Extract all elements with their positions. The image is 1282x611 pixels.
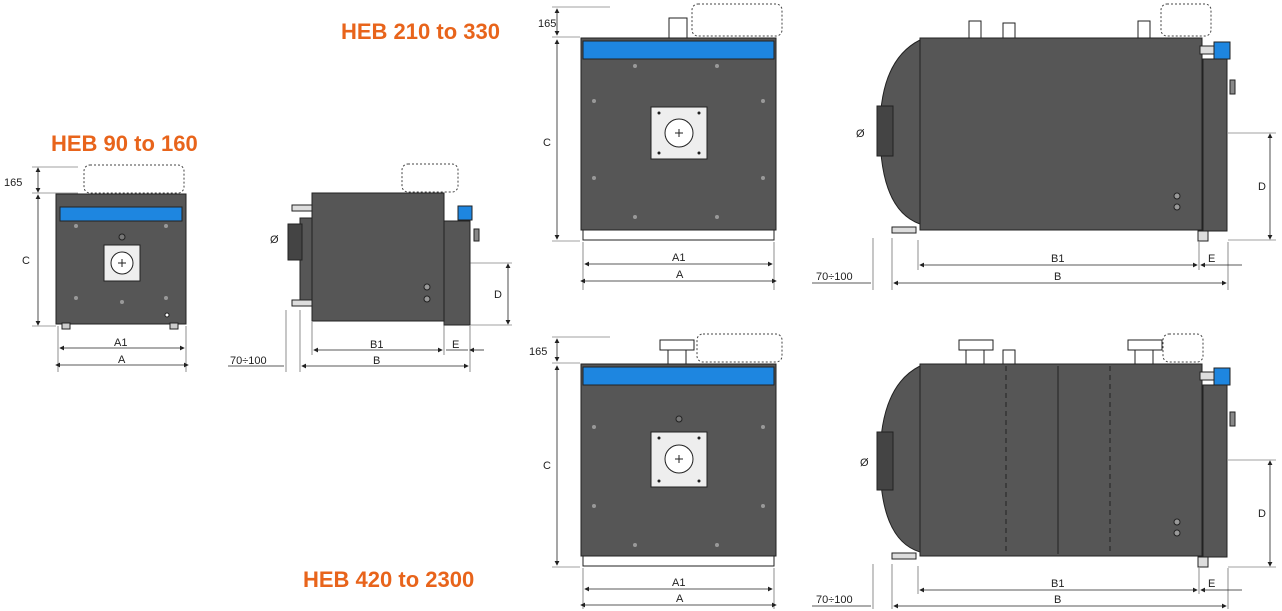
small-b1-label: B1 [370,339,383,351]
small-a1-label: A1 [114,337,127,349]
large-d-label: D [1258,508,1266,520]
medium-front-view: 165 C A1 A [538,3,783,290]
large-b-label: B [1054,594,1061,606]
large-a1-label: A1 [672,577,685,589]
large-height-label: 165 [529,346,547,358]
large-front-view: 165 C A1 A [529,333,783,609]
large-c-label: C [543,460,551,472]
medium-clearance-label: 70÷100 [816,271,853,283]
medium-height-label: 165 [538,18,556,30]
large-diameter-label: Ø [860,457,869,469]
medium-d-label: D [1258,181,1266,193]
medium-b-label: B [1054,271,1061,283]
medium-a1-label: A1 [672,252,685,264]
small-e-label: E [452,339,459,351]
small-d-label: D [494,289,502,301]
small-b-label: B [373,355,380,367]
large-side-view: Ø D B1 E B 70÷100 [812,333,1276,609]
medium-c-label: C [543,137,551,149]
large-clearance-label: 70÷100 [816,594,853,606]
title-heb-420-2300: HEB 420 to 2300 [303,567,475,592]
small-a-label: A [118,354,126,366]
small-clearance-label: 70÷100 [230,355,267,367]
large-b1-label: B1 [1051,578,1064,590]
title-heb-210-330: HEB 210 to 330 [341,19,500,44]
medium-diameter-label: Ø [856,128,865,140]
small-side-view: Ø D B1 E B 70÷100 [228,163,512,372]
small-height-label: 165 [4,177,22,189]
small-diameter-label: Ø [270,234,279,246]
title-heb-90-160: HEB 90 to 160 [51,131,198,156]
large-a-label: A [676,593,684,605]
medium-side-view: Ø D B1 E B 70÷100 [812,3,1276,290]
small-front-view: 165 C A1 A [4,164,189,372]
large-e-label: E [1208,578,1215,590]
medium-e-label: E [1208,253,1215,265]
medium-a-label: A [676,269,684,281]
medium-b1-label: B1 [1051,253,1064,265]
small-c-label: C [22,255,30,267]
